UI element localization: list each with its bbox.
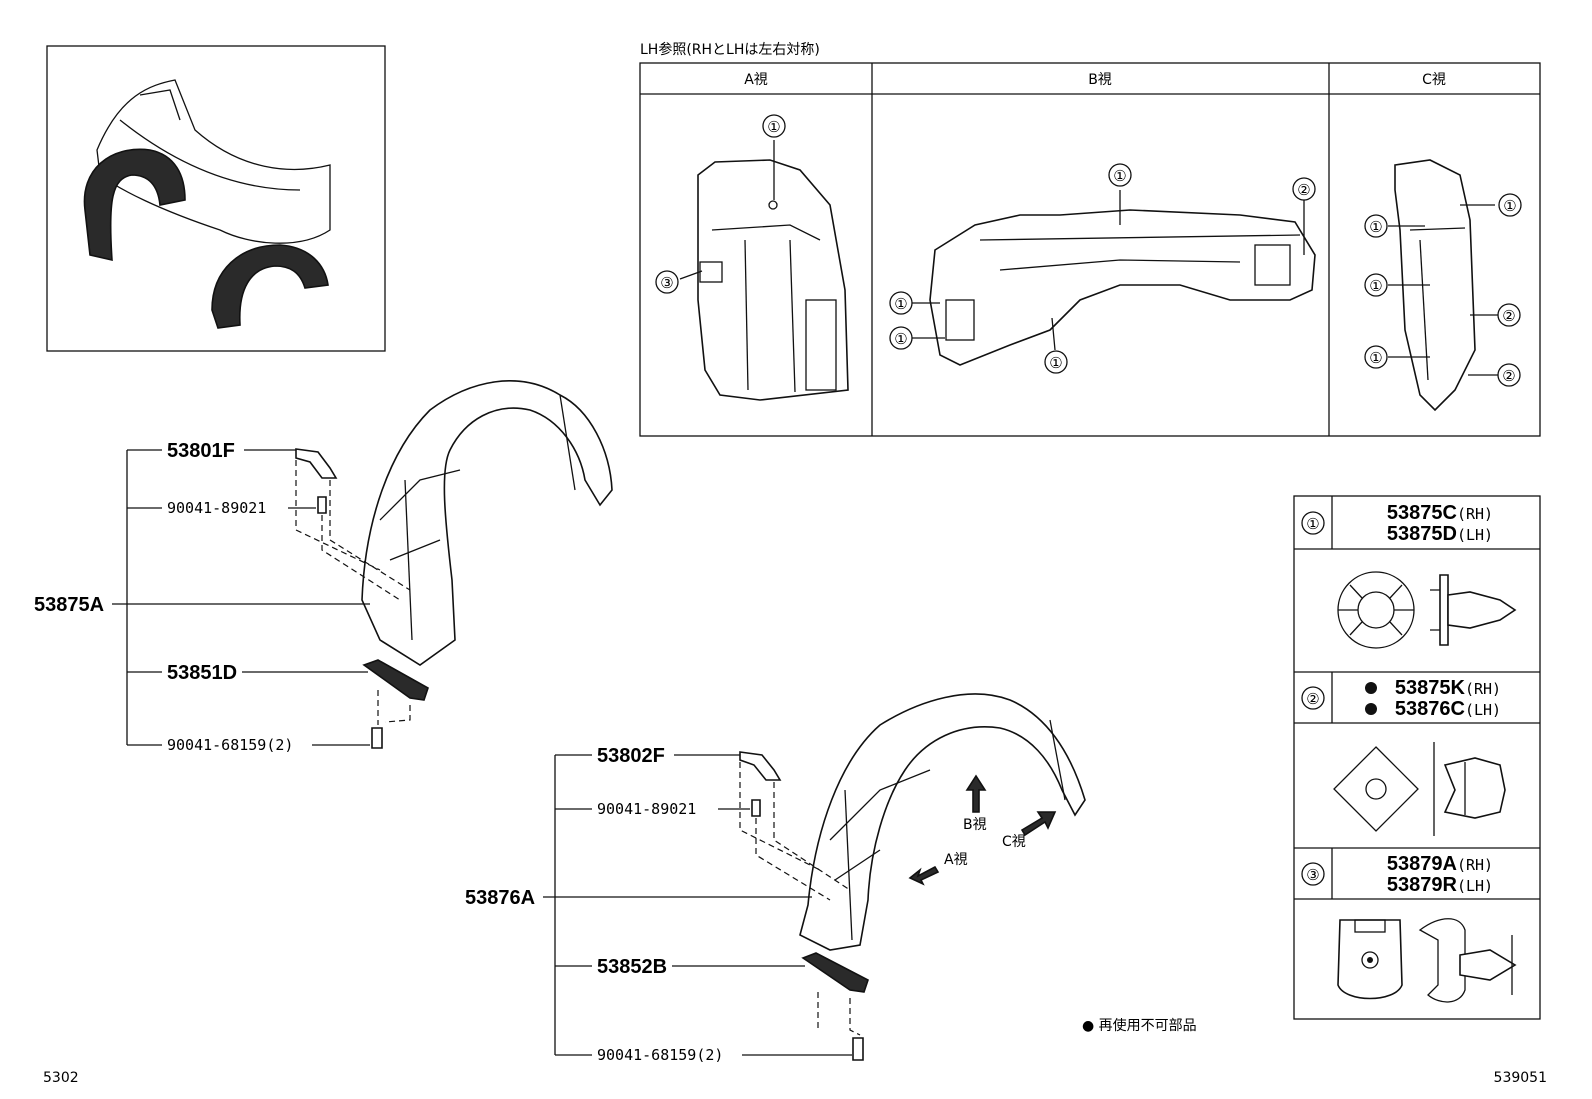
- page-code-left: 5302: [43, 1070, 79, 1086]
- nonreusable-dot-icon: [1365, 703, 1377, 715]
- svg-text:①: ①: [767, 118, 780, 136]
- legend-3-lh-part: 53879R: [1387, 874, 1458, 896]
- view-c-header: C視: [1422, 72, 1446, 88]
- nonreusable-dot-icon: [1365, 682, 1377, 694]
- svg-text:③: ③: [1306, 866, 1319, 884]
- svg-text:②: ②: [1502, 307, 1515, 325]
- view-b-callouts: ① ② ① ① ①: [889, 163, 1316, 374]
- push-clip-icon: [1430, 574, 1517, 646]
- clip-nut-icon: [1433, 742, 1506, 836]
- rh-part-53851d: 53851D: [167, 662, 237, 684]
- nonreusable-note: ● 再使用不可部品: [1082, 1017, 1197, 1034]
- rh-leader-lines: [112, 449, 370, 746]
- svg-text:①: ①: [1503, 197, 1516, 215]
- view-a-callout-1: ①: [762, 114, 786, 138]
- svg-text:①: ①: [1049, 354, 1062, 372]
- fastener-legend-table: [1293, 495, 1541, 1020]
- legend-2-lh-part: 53876C: [1395, 698, 1465, 720]
- svg-text:53875C(RH): 53875C(RH): [1387, 502, 1493, 524]
- lh-part-screw-90041-68159: 90041-68159(2): [597, 1046, 723, 1064]
- svg-text:53876C(LH): 53876C(LH): [1395, 698, 1501, 720]
- lh-part-53852b: 53852B: [597, 956, 667, 978]
- lh-part-bolt-90041-89021: 90041-89021: [597, 800, 696, 818]
- square-nut-icon: [1333, 746, 1419, 832]
- rh-part-bolt-90041-89021: 90041-89021: [167, 499, 266, 517]
- svg-text:53875D(LH): 53875D(LH): [1387, 523, 1493, 545]
- view-c-drawing: [1388, 159, 1498, 412]
- rh-part-53801f: 53801F: [167, 440, 235, 462]
- retainer-clip-icon: [1418, 918, 1517, 1003]
- svg-text:①: ①: [1306, 515, 1319, 533]
- view-a-header: A視: [744, 72, 768, 88]
- view-arrow-c-label: C視: [1002, 834, 1026, 850]
- page-code-right: 539051: [1494, 1070, 1547, 1086]
- svg-text:②: ②: [1297, 181, 1310, 199]
- legend-3-rh-part: 53879A: [1387, 853, 1457, 875]
- view-c-callouts: ① ① ① ② ① ②: [1364, 193, 1522, 387]
- rh-part-screw-90041-68159: 90041-68159(2): [167, 736, 293, 754]
- lh-leader-lines: [543, 754, 852, 1056]
- svg-text:①: ①: [1369, 218, 1382, 236]
- lh-part-53802f: 53802F: [597, 745, 665, 767]
- legend-2-rh-part: 53875K: [1395, 677, 1466, 699]
- view-b-drawing: [912, 190, 1316, 366]
- legend-row-2: ② 53875K(RH) 53876C(LH): [1301, 677, 1506, 836]
- rh-liner-drawing: [295, 380, 613, 749]
- svg-text:①: ①: [894, 295, 907, 313]
- svg-text:53875K(RH): 53875K(RH): [1395, 677, 1501, 699]
- svg-text:②: ②: [1306, 690, 1319, 708]
- svg-text:①: ①: [1369, 349, 1382, 367]
- lh-reference-note: LH参照(RHとLHは左右対称): [640, 41, 820, 58]
- svg-text:①: ①: [894, 330, 907, 348]
- svg-text:53879A(RH): 53879A(RH): [1387, 853, 1493, 875]
- legend-row-1: ① 53875C(RH) 53875D(LH): [1301, 502, 1517, 649]
- view-a-drawing: [679, 140, 849, 401]
- svg-text:①: ①: [1369, 277, 1382, 295]
- lh-part-53876a: 53876A: [465, 887, 535, 909]
- rh-part-53875a: 53875A: [34, 594, 104, 616]
- vehicle-overview-inset: [46, 45, 386, 352]
- svg-text:①: ①: [1113, 167, 1126, 185]
- svg-text:③: ③: [660, 274, 673, 292]
- view-a-callout-3: ③: [655, 270, 679, 294]
- legend-1-rh-part: 53875C: [1387, 502, 1457, 524]
- view-arrow-a-label: A視: [944, 852, 968, 868]
- legend-row-3: ③ 53879A(RH) 53879R(LH): [1301, 853, 1517, 1003]
- svg-text:②: ②: [1502, 367, 1515, 385]
- view-arrow-b-label: B視: [963, 817, 987, 833]
- legend-1-lh-part: 53875D: [1387, 523, 1457, 545]
- view-b-header: B視: [1088, 72, 1112, 88]
- view-table: A視 B視 C視: [639, 62, 1541, 437]
- svg-text:53879R(LH): 53879R(LH): [1387, 874, 1493, 896]
- lh-liner-drawing: [739, 693, 1086, 1061]
